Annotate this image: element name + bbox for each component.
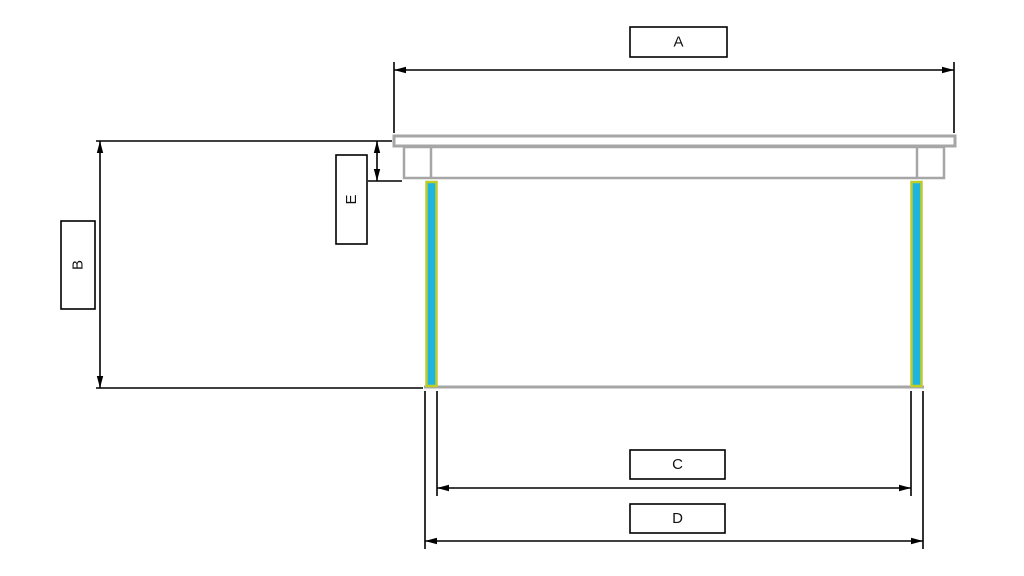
dimension-a-label-box — [629, 26, 728, 58]
dimension-e: E — [335, 141, 402, 245]
structure — [392, 134, 957, 389]
dimension-c-label: C — [672, 456, 683, 473]
dimension-b-label: B — [70, 260, 87, 270]
left-leg — [425, 180, 438, 388]
dimensions: A B E C — [60, 26, 955, 549]
dimension-d: D — [424, 391, 924, 549]
dimension-b-label-box — [60, 220, 96, 310]
dimension-e-label: E — [343, 194, 360, 204]
dimension-c: C — [436, 391, 912, 496]
dimension-e-label-box — [335, 154, 368, 245]
dimension-b: B — [60, 140, 423, 389]
dimension-c-label-box — [629, 449, 726, 480]
dimension-a-label: A — [673, 34, 683, 51]
right-leg — [910, 180, 923, 388]
dimension-a: A — [393, 26, 955, 133]
under-frame — [402, 145, 946, 180]
dimension-d-label-box — [629, 503, 726, 534]
dimension-d-label: D — [672, 510, 683, 527]
